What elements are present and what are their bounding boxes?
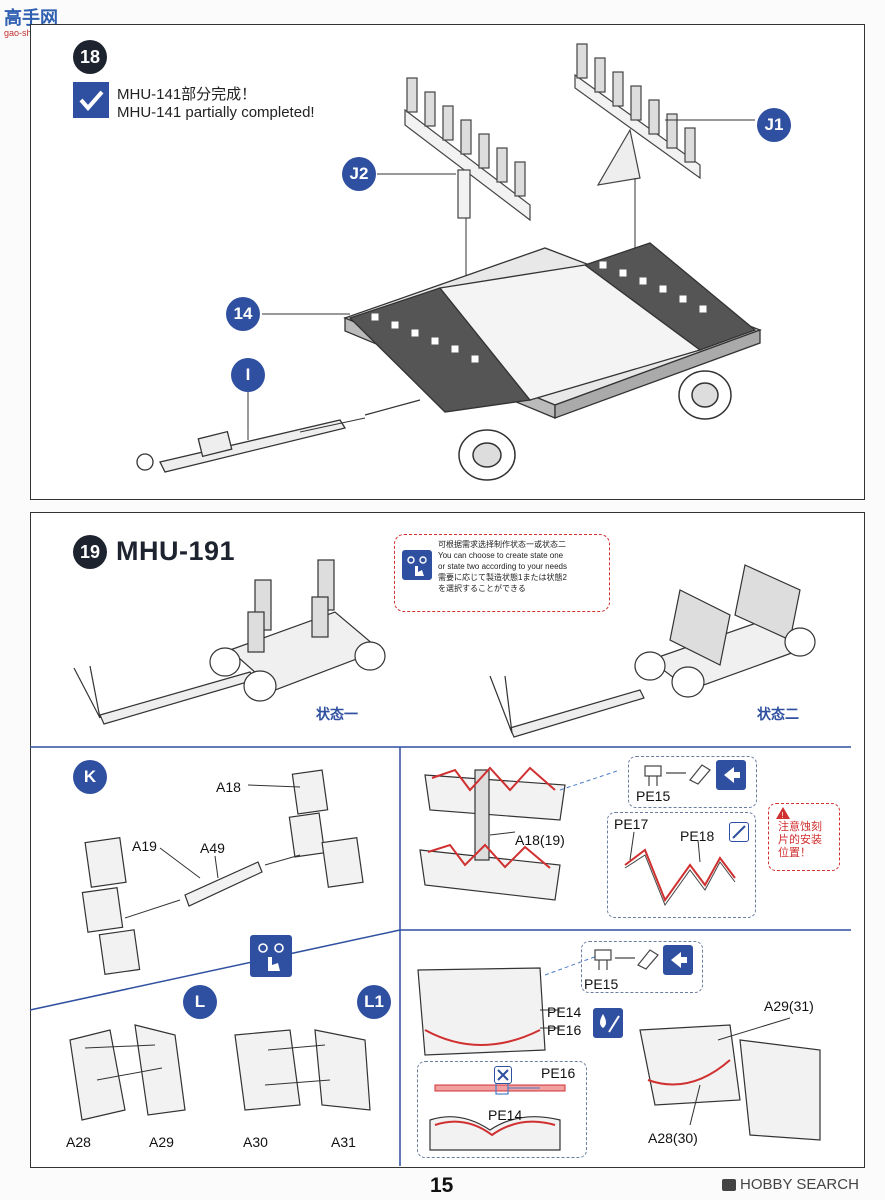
note-en2: or state two according to your needs (438, 562, 567, 571)
note-cn: 可根据需求选择制作状态一或状态二 (438, 540, 566, 549)
label-A19: A19 (132, 838, 157, 854)
label-A49: A49 (200, 840, 225, 856)
completed-check-icon (73, 82, 109, 118)
label-PE16-detail: PE16 (541, 1065, 576, 1081)
warning-box (768, 803, 840, 871)
step18-panel (30, 24, 865, 500)
glue-drop-icon (593, 1008, 623, 1038)
part-I-bubble: I (231, 358, 265, 392)
sub-L1-bubble: L1 (357, 985, 391, 1019)
choice-hand-icon (402, 550, 432, 580)
sub-K-bubble: K (73, 760, 107, 794)
page-number: 15 (430, 1174, 454, 1197)
completed-text-cn: MHU-141部分完成！ (117, 86, 257, 103)
part-J1-bubble: J1 (757, 108, 791, 142)
note-lines: 可根据需求选择制作状态一或状态二 You can choose to creat… (438, 539, 567, 594)
label-A31: A31 (331, 1134, 356, 1150)
watermark: HOBBY SEARCH (722, 1176, 859, 1193)
direction-arrow-icon-top (716, 760, 746, 790)
sub-L-bubble: L (183, 985, 217, 1019)
label-A28-30: A28(30) (648, 1130, 698, 1146)
note-en1: You can choose to create state one (438, 551, 564, 560)
note-jp1: 需要に応じて製造状態1または状態2 (438, 573, 567, 582)
step19-title: MHU-191 (116, 536, 236, 566)
warning-text: 注意蚀刻 片的安装 位置！ (778, 821, 822, 860)
label-A18-K: A18 (216, 779, 241, 795)
label-PE14-detail: PE14 (488, 1107, 523, 1123)
step18-number: 18 (73, 40, 107, 74)
label-A18-19: A18(19) (515, 832, 565, 848)
pe14-pe16-detail-box (417, 1061, 587, 1158)
choice-hand-icon-lower (250, 935, 292, 977)
step19-number: 19 (73, 535, 107, 569)
label-A30: A30 (243, 1134, 268, 1150)
label-PE14: PE14 (547, 1004, 582, 1020)
label-PE15-top: PE15 (636, 788, 671, 804)
completed-text-en: MHU-141 partially completed! (117, 104, 315, 121)
warning-line3: 位置！ (778, 847, 811, 859)
svg-text:!: ! (782, 811, 784, 819)
label-A29: A29 (149, 1134, 174, 1150)
label-PE18: PE18 (680, 828, 715, 844)
step18-trailer-drawing (136, 43, 762, 481)
warning-line1: 注意蚀刻 (778, 821, 822, 833)
glue-tool-icon-pe18 (729, 822, 749, 842)
part-J2-bubble: J2 (342, 157, 376, 191)
watermark-text: HOBBY SEARCH (740, 1176, 859, 1193)
cut-tool-icon (494, 1066, 512, 1084)
pe15-detail-box-bottom (581, 941, 703, 993)
site-logo-text: 高手网 (4, 8, 58, 29)
note-jp2: を選択することができる (438, 584, 526, 593)
label-PE16: PE16 (547, 1022, 582, 1038)
label-PE15-bottom: PE15 (584, 976, 619, 992)
state1-label: 状态一 (316, 706, 358, 722)
state2-label: 状态二 (757, 706, 799, 722)
pe17-pe18-detail-box (607, 812, 756, 918)
label-A28: A28 (66, 1134, 91, 1150)
direction-arrow-icon-bottom (663, 945, 693, 975)
label-PE17: PE17 (614, 816, 649, 832)
part-14-bubble: 14 (226, 297, 260, 331)
watermark-icon (722, 1178, 736, 1191)
pe15-detail-box-top (628, 756, 757, 808)
warning-line2: 片的安装 (778, 834, 822, 846)
label-A29-31: A29(31) (764, 998, 814, 1014)
